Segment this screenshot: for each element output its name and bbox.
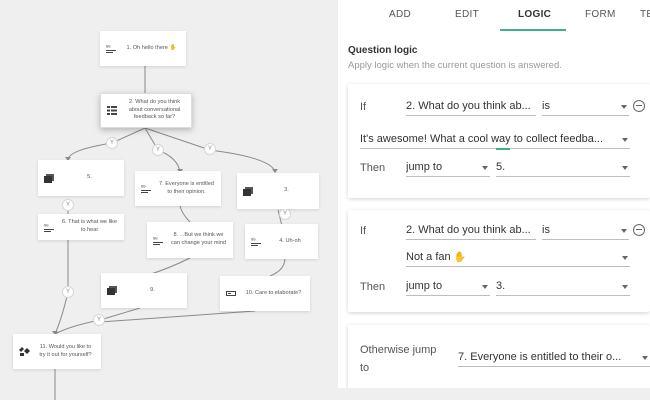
picture-choice-icon bbox=[243, 186, 254, 196]
flow-node-1[interactable]: 99 1. Oh hello there ✋ bbox=[100, 31, 186, 66]
chevron-down-icon bbox=[622, 138, 628, 142]
flow-node-label: 3. bbox=[284, 187, 289, 194]
logic-connector[interactable]: Y bbox=[204, 143, 216, 155]
chevron-down-icon bbox=[622, 285, 628, 289]
flow-node-label: 6. That is what we like to hear bbox=[62, 219, 117, 233]
otherwise-target-select[interactable]: 7. Everyone is entitled to their o... bbox=[458, 349, 650, 367]
picture-choice-icon bbox=[44, 173, 55, 183]
then-label: Then bbox=[360, 281, 386, 293]
target-select[interactable]: 3. bbox=[496, 278, 630, 296]
svg-text:99: 99 bbox=[141, 184, 146, 189]
flow-node-5[interactable]: 5. bbox=[38, 160, 124, 196]
section-title: Question logic bbox=[348, 45, 418, 56]
chevron-down-icon bbox=[482, 166, 488, 170]
answer-select[interactable]: It's awesome! What a cool way to collect… bbox=[360, 131, 630, 149]
flow-node-label: 9. bbox=[150, 286, 155, 293]
otherwise-label-to: to bbox=[360, 362, 370, 374]
edge-10-11 bbox=[99, 310, 256, 323]
target-select[interactable]: 5. bbox=[496, 159, 630, 177]
chevron-down-icon bbox=[621, 229, 627, 233]
question-select[interactable]: 2. What do you think ab... bbox=[406, 98, 536, 116]
if-label: If bbox=[360, 225, 367, 237]
tab-logic[interactable]: LOGIC bbox=[518, 9, 552, 20]
focus-accent bbox=[496, 148, 510, 150]
flow-node-2[interactable]: 2. What do you think about conversationa… bbox=[100, 93, 192, 128]
thumbs-down-icon: ✋ bbox=[453, 252, 467, 263]
flow-node-9[interactable]: 9. bbox=[101, 273, 187, 308]
logic-panel: ADD EDIT LOGIC FORM TE Question logic Ap… bbox=[338, 0, 650, 388]
edge-arrowhead bbox=[65, 157, 71, 161]
picture-choice-icon bbox=[107, 286, 118, 295]
remove-rule-icon[interactable] bbox=[633, 224, 645, 236]
logic-connector[interactable]: Y bbox=[106, 137, 118, 149]
flow-node-label: 8. ...But we think we can change your mi… bbox=[170, 232, 227, 246]
tab-te[interactable]: TE bbox=[640, 9, 650, 20]
chevron-down-icon bbox=[621, 105, 627, 109]
logic-rule-card: If 2. What do you think ab... is Not a f… bbox=[348, 210, 650, 312]
yes-no-icon bbox=[19, 347, 30, 356]
logic-map-canvas[interactable]: Y Y Y Y Y Y Y 99 1. Oh hello there ✋ 2. … bbox=[0, 0, 330, 400]
edge-arrowhead bbox=[272, 169, 278, 173]
logic-connector[interactable]: Y bbox=[279, 208, 291, 220]
operator-select[interactable]: is bbox=[542, 98, 629, 116]
chevron-down-icon bbox=[642, 356, 648, 360]
logic-connector[interactable]: Y bbox=[152, 144, 164, 156]
statement-icon: 99 bbox=[153, 236, 164, 245]
action-select[interactable]: jump to bbox=[406, 278, 490, 296]
statement-icon: 99 bbox=[44, 223, 55, 232]
multiple-choice-icon bbox=[107, 106, 118, 115]
answer-select[interactable]: Not a fan ✋ bbox=[406, 249, 630, 267]
active-tab-indicator bbox=[500, 29, 566, 31]
flow-node-label: 5. bbox=[87, 174, 92, 181]
otherwise-label: Otherwise jump bbox=[360, 344, 437, 356]
flow-node-label: 4. Uh-oh bbox=[279, 237, 301, 244]
flow-node-label: 2. What do you think about conversationa… bbox=[128, 99, 181, 121]
logic-connector[interactable]: Y bbox=[62, 199, 74, 211]
svg-text:99: 99 bbox=[106, 44, 111, 49]
flow-node-8[interactable]: 99 8. ...But we think we can change your… bbox=[147, 222, 233, 258]
wave-icon: ✋ bbox=[169, 44, 177, 51]
short-text-icon bbox=[226, 289, 237, 298]
then-label: Then bbox=[360, 162, 386, 174]
tab-add[interactable]: ADD bbox=[389, 9, 412, 20]
edge-4-10 bbox=[269, 257, 286, 277]
operator-select[interactable]: is bbox=[542, 222, 629, 240]
flow-node-label: 10. Care to elaborate? bbox=[245, 289, 302, 296]
svg-text:99: 99 bbox=[153, 236, 158, 241]
if-label: If bbox=[360, 101, 367, 113]
panel-tabs: ADD EDIT LOGIC FORM TE bbox=[338, 0, 650, 32]
statement-icon: 99 bbox=[141, 184, 152, 193]
logic-rule-card: If 2. What do you think ab... is It's aw… bbox=[348, 84, 650, 198]
edge-arrowhead bbox=[52, 331, 58, 335]
flow-node-10[interactable]: 10. Care to elaborate? bbox=[220, 276, 310, 311]
svg-text:99: 99 bbox=[44, 223, 49, 228]
logic-connector[interactable]: Y bbox=[62, 286, 74, 298]
flow-node-label: 1. Oh hello there ✋ bbox=[126, 44, 177, 51]
logic-connector[interactable]: Y bbox=[93, 314, 105, 326]
statement-icon: 99 bbox=[251, 237, 262, 246]
tab-edit[interactable]: EDIT bbox=[455, 9, 479, 20]
otherwise-card: Otherwise jump to 7. Everyone is entitle… bbox=[348, 325, 650, 388]
flow-node-11[interactable]: 11. Would you like to try it out for you… bbox=[13, 334, 101, 369]
chevron-down-icon bbox=[622, 256, 628, 260]
edge-7-8 bbox=[179, 205, 191, 223]
flow-node-7[interactable]: 99 7. Everyone is entitled to their opin… bbox=[135, 171, 221, 206]
question-select[interactable]: 2. What do you think ab... bbox=[406, 222, 536, 240]
flow-node-6[interactable]: 99 6. That is what we like to hear bbox=[38, 214, 124, 240]
remove-rule-icon[interactable] bbox=[633, 100, 645, 112]
tab-form[interactable]: FORM bbox=[585, 9, 616, 20]
flow-node-3[interactable]: 3. bbox=[237, 173, 319, 209]
flow-node-label: 11. Would you like to try it out for you… bbox=[39, 343, 92, 358]
svg-text:99: 99 bbox=[251, 237, 256, 242]
chevron-down-icon bbox=[482, 285, 488, 289]
action-select[interactable]: jump to bbox=[406, 159, 490, 177]
flow-node-label: 7. Everyone is entitled to their opinion… bbox=[158, 180, 215, 195]
section-subtitle: Apply logic when the current question is… bbox=[348, 60, 562, 71]
statement-icon: 99 bbox=[106, 44, 117, 53]
chevron-down-icon bbox=[622, 166, 628, 170]
flow-node-4[interactable]: 99 4. Uh-oh bbox=[245, 224, 318, 259]
